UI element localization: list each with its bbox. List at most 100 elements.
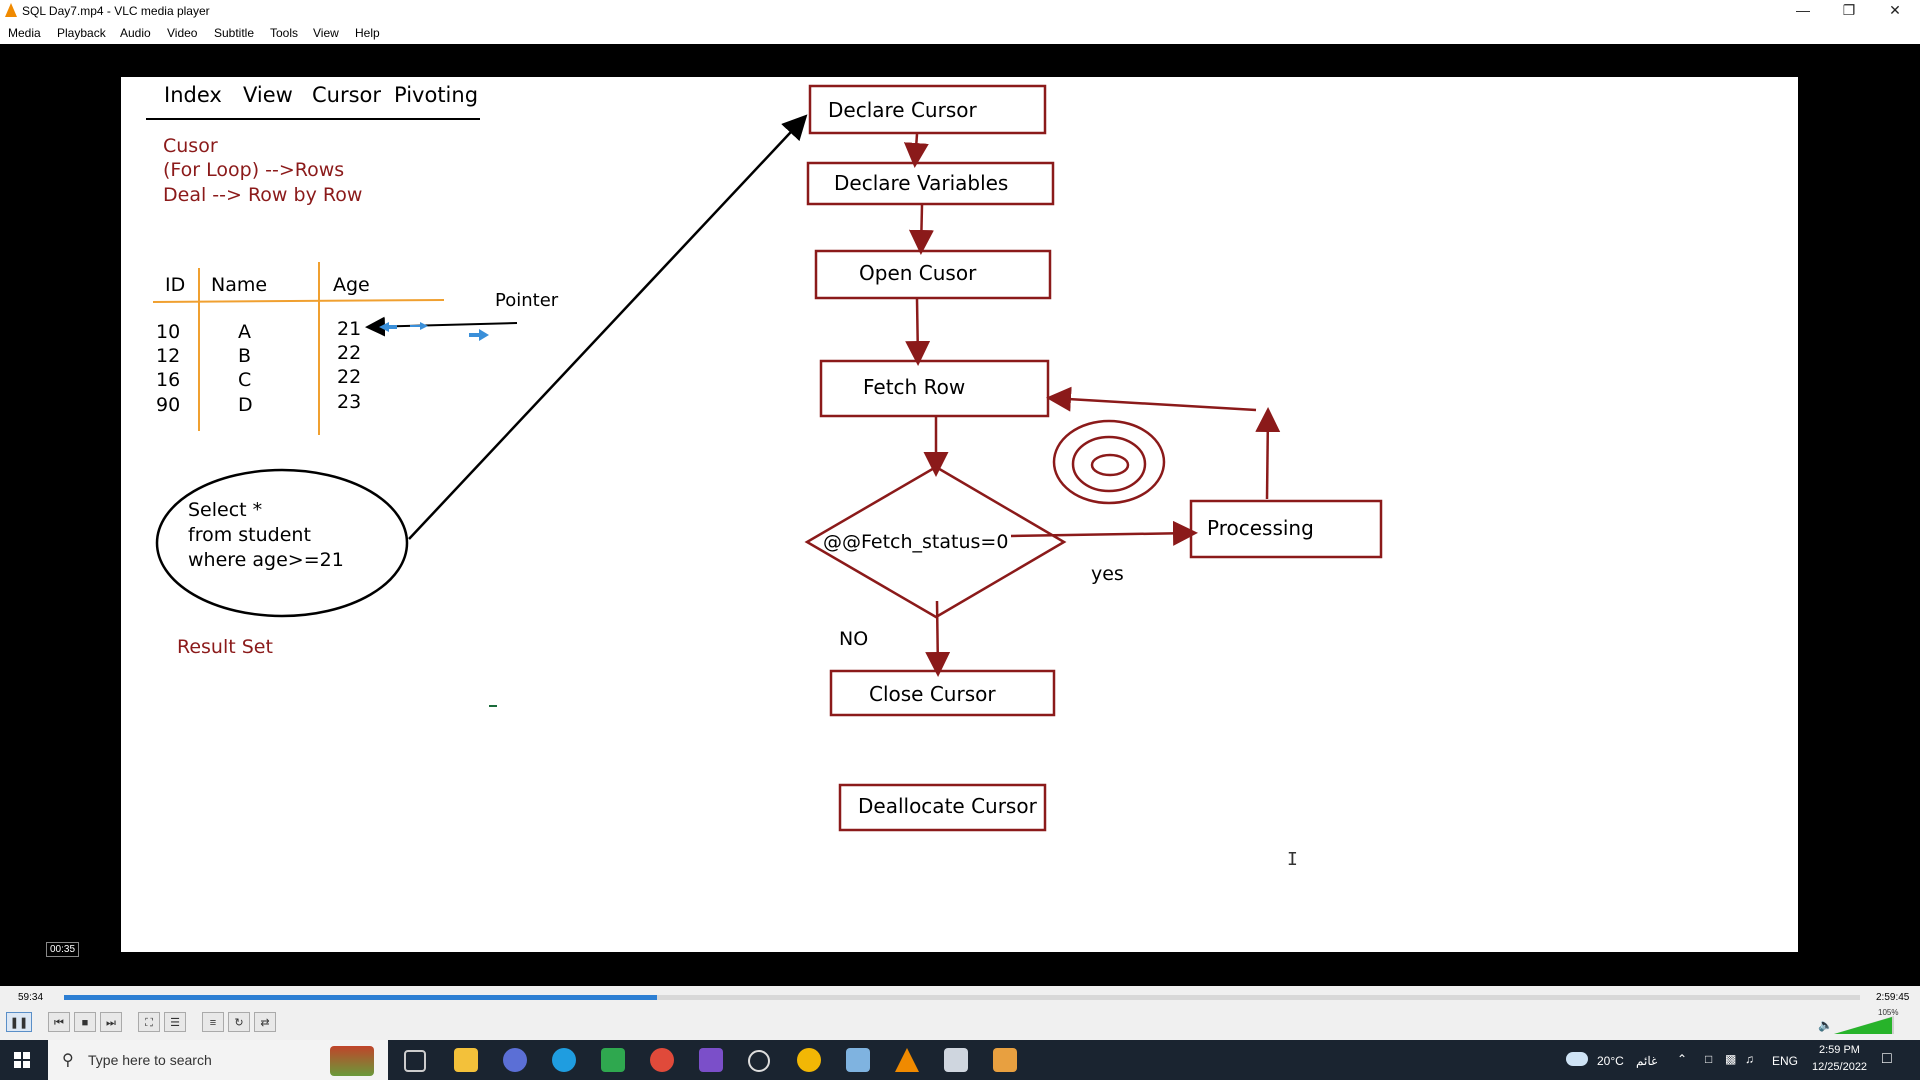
- menu-video[interactable]: Video: [167, 26, 198, 40]
- menu-view[interactable]: View: [313, 26, 339, 40]
- search-icon: ⚲: [62, 1052, 74, 1069]
- flow-arrow-loop-back: [1046, 386, 1257, 412]
- weather-text[interactable]: غائم: [1636, 1054, 1658, 1068]
- menu-playback[interactable]: Playback: [57, 26, 106, 40]
- flow-arrow: [905, 298, 931, 366]
- clock-time[interactable]: 2:59 PM: [1819, 1044, 1860, 1056]
- windows-start-icon[interactable]: [14, 1052, 30, 1068]
- volume-slider[interactable]: 105%: [1834, 1008, 1898, 1034]
- app-icon[interactable]: [944, 1048, 968, 1072]
- visual-studio-icon[interactable]: [699, 1048, 723, 1072]
- fullscreen-button[interactable]: ⛶: [138, 1012, 160, 1032]
- table-header-id: ID: [165, 274, 185, 296]
- notification-icon[interactable]: □: [1882, 1050, 1892, 1067]
- total-time: 2:59:45: [1876, 992, 1910, 1003]
- flow-condition: @@Fetch_status=0: [823, 531, 1008, 553]
- show-hidden-icons-icon[interactable]: ⌃: [1677, 1052, 1688, 1066]
- loop-button[interactable]: ↻: [228, 1012, 250, 1032]
- flow-box-open-cursor: [814, 249, 1052, 300]
- table-cell: 16: [156, 369, 180, 391]
- minimize-button[interactable]: —: [1796, 2, 1810, 18]
- query-to-cursor-arrow: [408, 114, 808, 540]
- note-row-by-row: Deal --> Row by Row: [163, 184, 362, 206]
- table-cell: 10: [156, 321, 180, 343]
- app-icon[interactable]: [748, 1050, 770, 1072]
- table-cell: 22: [337, 366, 361, 388]
- pointer-blue-arrow-icon: [469, 329, 489, 341]
- language-indicator[interactable]: ENG: [1772, 1054, 1799, 1068]
- app-icon[interactable]: [993, 1048, 1017, 1072]
- file-explorer-icon[interactable]: [454, 1048, 478, 1072]
- previous-button[interactable]: ⏮: [48, 1012, 70, 1032]
- table-cell: D: [238, 394, 253, 416]
- tab-view: View: [243, 83, 293, 107]
- query-line-2: from student: [188, 524, 311, 546]
- tab-cursor: Cursor: [312, 83, 381, 107]
- table-cell: C: [238, 369, 251, 391]
- flow-open-cursor: Open Cusor: [859, 261, 977, 285]
- query-line-3: where age>=21: [188, 549, 344, 571]
- pointer-label: Pointer: [495, 290, 559, 311]
- loop-spiral-icon: [1071, 435, 1147, 493]
- menu-media[interactable]: Media: [8, 26, 41, 40]
- slide-drawing: Index View Cursor Pivoting Cusor (For Lo…: [146, 83, 1383, 870]
- table-cell: 21: [337, 318, 361, 340]
- vlc-icon[interactable]: [895, 1048, 919, 1072]
- pause-button[interactable]: ❚❚: [6, 1012, 32, 1032]
- menu-tools[interactable]: Tools: [270, 26, 299, 40]
- stop-button[interactable]: ■: [74, 1012, 96, 1032]
- elapsed-time: 59:34: [18, 992, 44, 1003]
- network-icon[interactable]: □: [1705, 1052, 1713, 1066]
- search-placeholder: Type here to search: [88, 1052, 212, 1068]
- menu-audio[interactable]: Audio: [120, 26, 151, 40]
- extended-settings-button[interactable]: ☰: [164, 1012, 186, 1032]
- close-button[interactable]: ✕: [1889, 2, 1901, 18]
- edge-icon[interactable]: [552, 1048, 576, 1072]
- seek-hover-time: 00:35: [46, 942, 80, 957]
- shuffle-button[interactable]: ⇄: [254, 1012, 276, 1032]
- table-header-line: [152, 299, 445, 303]
- flow-box-declare-variables: [806, 161, 1055, 206]
- taskbar-search-box[interactable]: ⚲ Type here to search: [48, 1040, 388, 1080]
- flow-arrow-no: [925, 600, 951, 677]
- app-icon[interactable]: [601, 1048, 625, 1072]
- table-header-age: Age: [333, 274, 370, 296]
- result-set-label: Result Set: [177, 636, 273, 658]
- app-icon[interactable]: [503, 1048, 527, 1072]
- flow-close-cursor: Close Cursor: [869, 682, 996, 706]
- clock-date[interactable]: 12/25/2022: [1812, 1061, 1868, 1073]
- weather-cloud-icon[interactable]: [1566, 1052, 1588, 1066]
- chrome-profile-icon[interactable]: [650, 1048, 674, 1072]
- table-cell: 90: [156, 394, 180, 416]
- note-for-loop: (For Loop) -->Rows: [163, 159, 344, 181]
- menu-help[interactable]: Help: [355, 26, 380, 40]
- pointer-blue-arrow-icon: [410, 322, 428, 330]
- flow-box-deallocate-cursor: [838, 783, 1047, 832]
- table-cell: 23: [337, 391, 361, 413]
- flow-declare-variables: Declare Variables: [834, 171, 1008, 195]
- chrome-icon[interactable]: [797, 1048, 821, 1072]
- seek-bar[interactable]: [64, 995, 1860, 1000]
- volume-icon[interactable]: ♫: [1745, 1052, 1754, 1066]
- weather-temp[interactable]: 20°C: [1597, 1054, 1624, 1068]
- tab-index: Index: [164, 83, 222, 107]
- restore-button[interactable]: ❐: [1842, 2, 1856, 18]
- taskbar: ⚲ Type here to search 20°C غائم ⌃ □ ▩ ♫ …: [0, 1040, 1920, 1080]
- monitor-icon[interactable]: ▩: [1725, 1052, 1737, 1066]
- loop-spiral-icon: [1052, 419, 1166, 505]
- pointer-blue-arrow-icon: [379, 322, 397, 332]
- speaker-icon[interactable]: 🔈: [1818, 1018, 1833, 1032]
- task-view-icon[interactable]: [404, 1050, 426, 1072]
- holiday-decoration-icon: [330, 1046, 374, 1076]
- flow-arrow-loop-up: [1255, 407, 1281, 500]
- next-button[interactable]: ⏭: [100, 1012, 122, 1032]
- flow-yes-label: yes: [1091, 563, 1124, 585]
- flow-arrow-yes: [1010, 520, 1198, 546]
- vlc-cone-icon: [5, 3, 17, 17]
- flow-arrow: [908, 204, 934, 255]
- app-icon[interactable]: [846, 1048, 870, 1072]
- menu-subtitle[interactable]: Subtitle: [214, 26, 255, 40]
- flow-box-declare-cursor: [808, 84, 1047, 135]
- note-cusor: Cusor: [163, 135, 218, 157]
- playlist-button[interactable]: ≡: [202, 1012, 224, 1032]
